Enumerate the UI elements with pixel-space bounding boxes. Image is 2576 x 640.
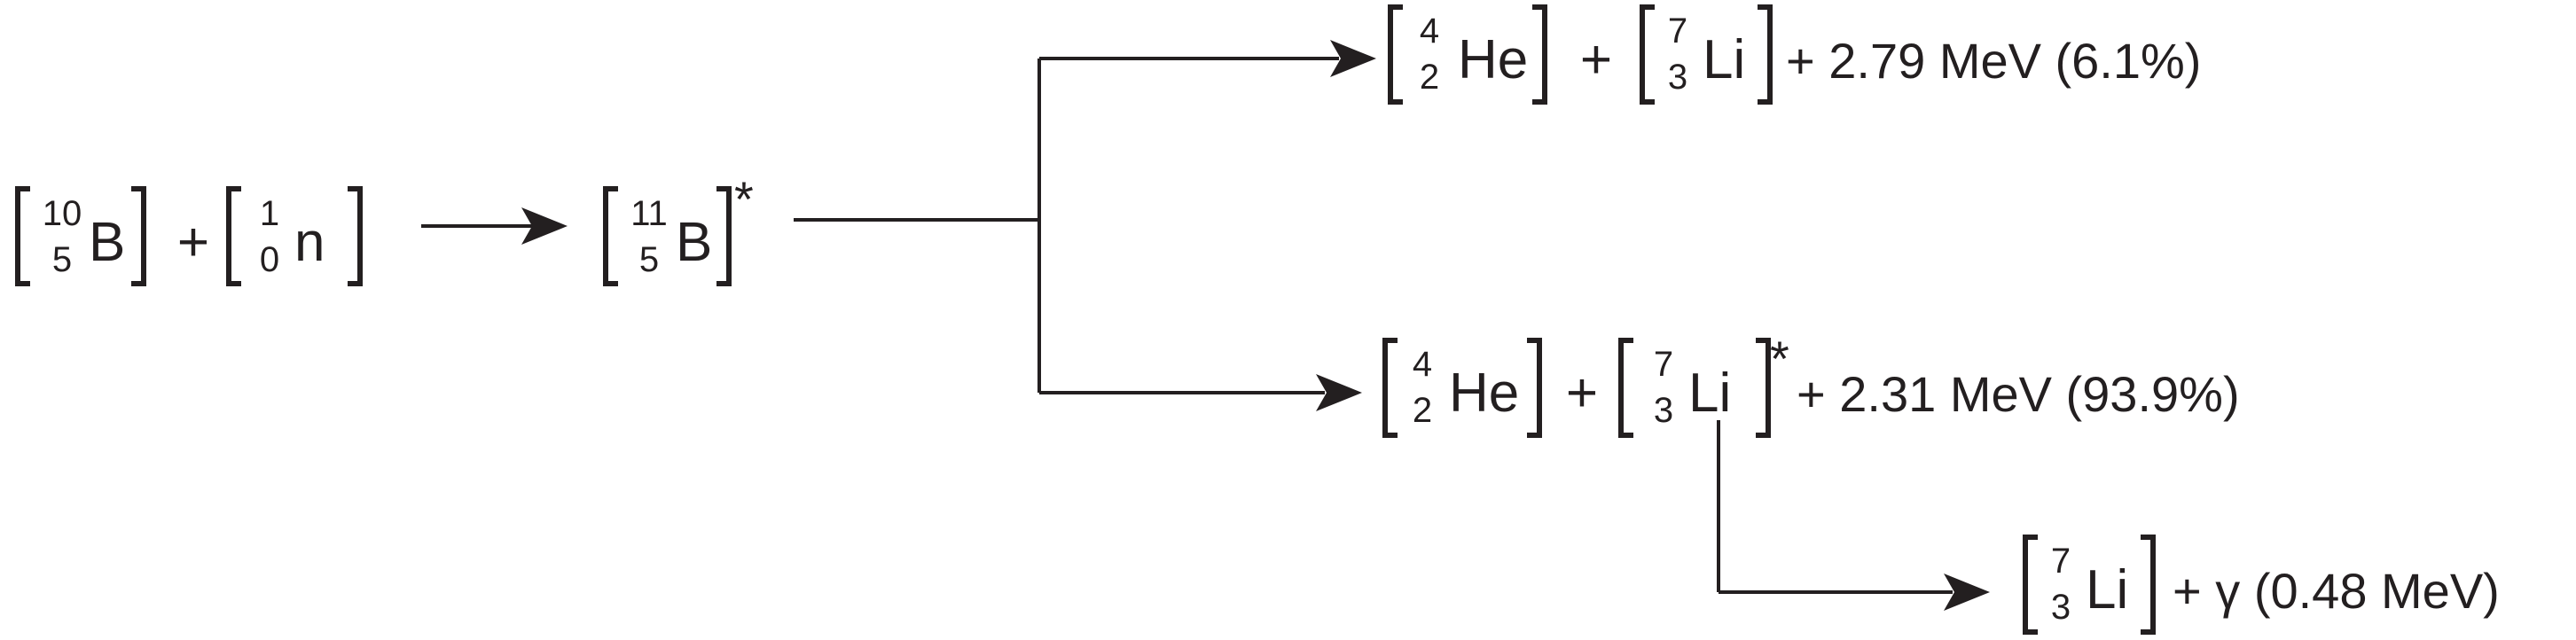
atomic-number: 5 [639,240,659,279]
left-bracket [1382,338,1398,438]
left-bracket [2023,535,2038,635]
right-bracket [348,186,363,286]
atomic-number: 0 [260,240,279,279]
element-symbol: n [294,212,325,273]
mass-number: 7 [1654,345,1673,384]
atomic-number: 3 [1654,391,1673,430]
decay-arrowhead-icon [1944,574,1990,611]
branch-a-products: 4 2 He + 7 3 Li + 2.79 MeV (6.1%) [1388,4,2201,105]
right-bracket [1527,338,1542,438]
element-symbol: He [1449,363,1519,424]
excited-lithium-nucleus: 7 3 Li * [1618,331,1789,438]
energy-yield-label: + 2.31 MeV (93.9%) [1797,366,2240,422]
helium-nucleus: 4 2 He [1382,338,1542,438]
right-bracket [1532,4,1547,105]
mass-number: 4 [1420,12,1439,51]
right-bracket [2141,535,2156,635]
atomic-number: 2 [1413,391,1432,430]
plus-sign: + [1566,363,1598,424]
helium-nucleus: 4 2 He [1388,4,1547,105]
right-bracket [1756,338,1771,438]
element-symbol: B [89,212,125,273]
lithium-ground-state-nucleus: 7 3 Li [2023,535,2156,635]
element-symbol: He [1458,29,1528,90]
plus-sign: + [177,212,209,273]
reaction-arrow [421,207,568,245]
mass-number: 11 [630,194,668,233]
right-bracket [716,186,732,286]
left-bracket [603,186,618,286]
mass-number: 1 [260,194,279,233]
excited-state-mark: * [1770,331,1789,386]
excited-state-mark: * [734,171,754,227]
branch-connector [794,40,1376,411]
left-bracket [1618,338,1633,438]
upper-arrowhead-icon [1330,40,1376,77]
right-bracket [1758,4,1773,105]
atomic-number: 3 [1668,58,1687,97]
left-bracket [15,186,30,286]
mass-number: 7 [2051,542,2071,581]
reactant-boron10: 10 5 B [15,186,146,286]
lithium-nucleus: 7 3 Li [1640,4,1773,105]
lower-arrowhead-icon [1316,374,1362,411]
mass-number: 10 [43,194,82,233]
left-bracket [1640,4,1655,105]
gamma-decay-connector [1717,420,1990,611]
element-symbol: Li [1703,29,1745,90]
element-symbol: B [676,212,712,273]
element-symbol: Li [2086,559,2128,620]
reactant-neutron: 1 0 n [226,186,363,286]
atomic-number: 3 [2051,588,2071,627]
branch-b-products: 4 2 He + 7 3 Li * + 2.31 MeV (93.9%) [1382,331,2240,438]
plus-sign: + [1580,29,1612,90]
atomic-number: 2 [1420,58,1439,97]
left-bracket [1388,4,1403,105]
decay-products: 7 3 Li + γ (0.48 MeV) [2023,535,2500,635]
mass-number: 7 [1668,12,1687,51]
compound-nucleus-boron11: 11 5 B * [603,171,754,286]
arrowhead-icon [521,207,568,245]
gamma-emission-label: + γ (0.48 MeV) [2173,563,2500,619]
mass-number: 4 [1413,345,1432,384]
right-bracket [131,186,146,286]
energy-yield-label: + 2.79 MeV (6.1%) [1786,33,2201,89]
element-symbol: Li [1688,363,1731,424]
atomic-number: 5 [52,240,72,279]
left-bracket [226,186,241,286]
